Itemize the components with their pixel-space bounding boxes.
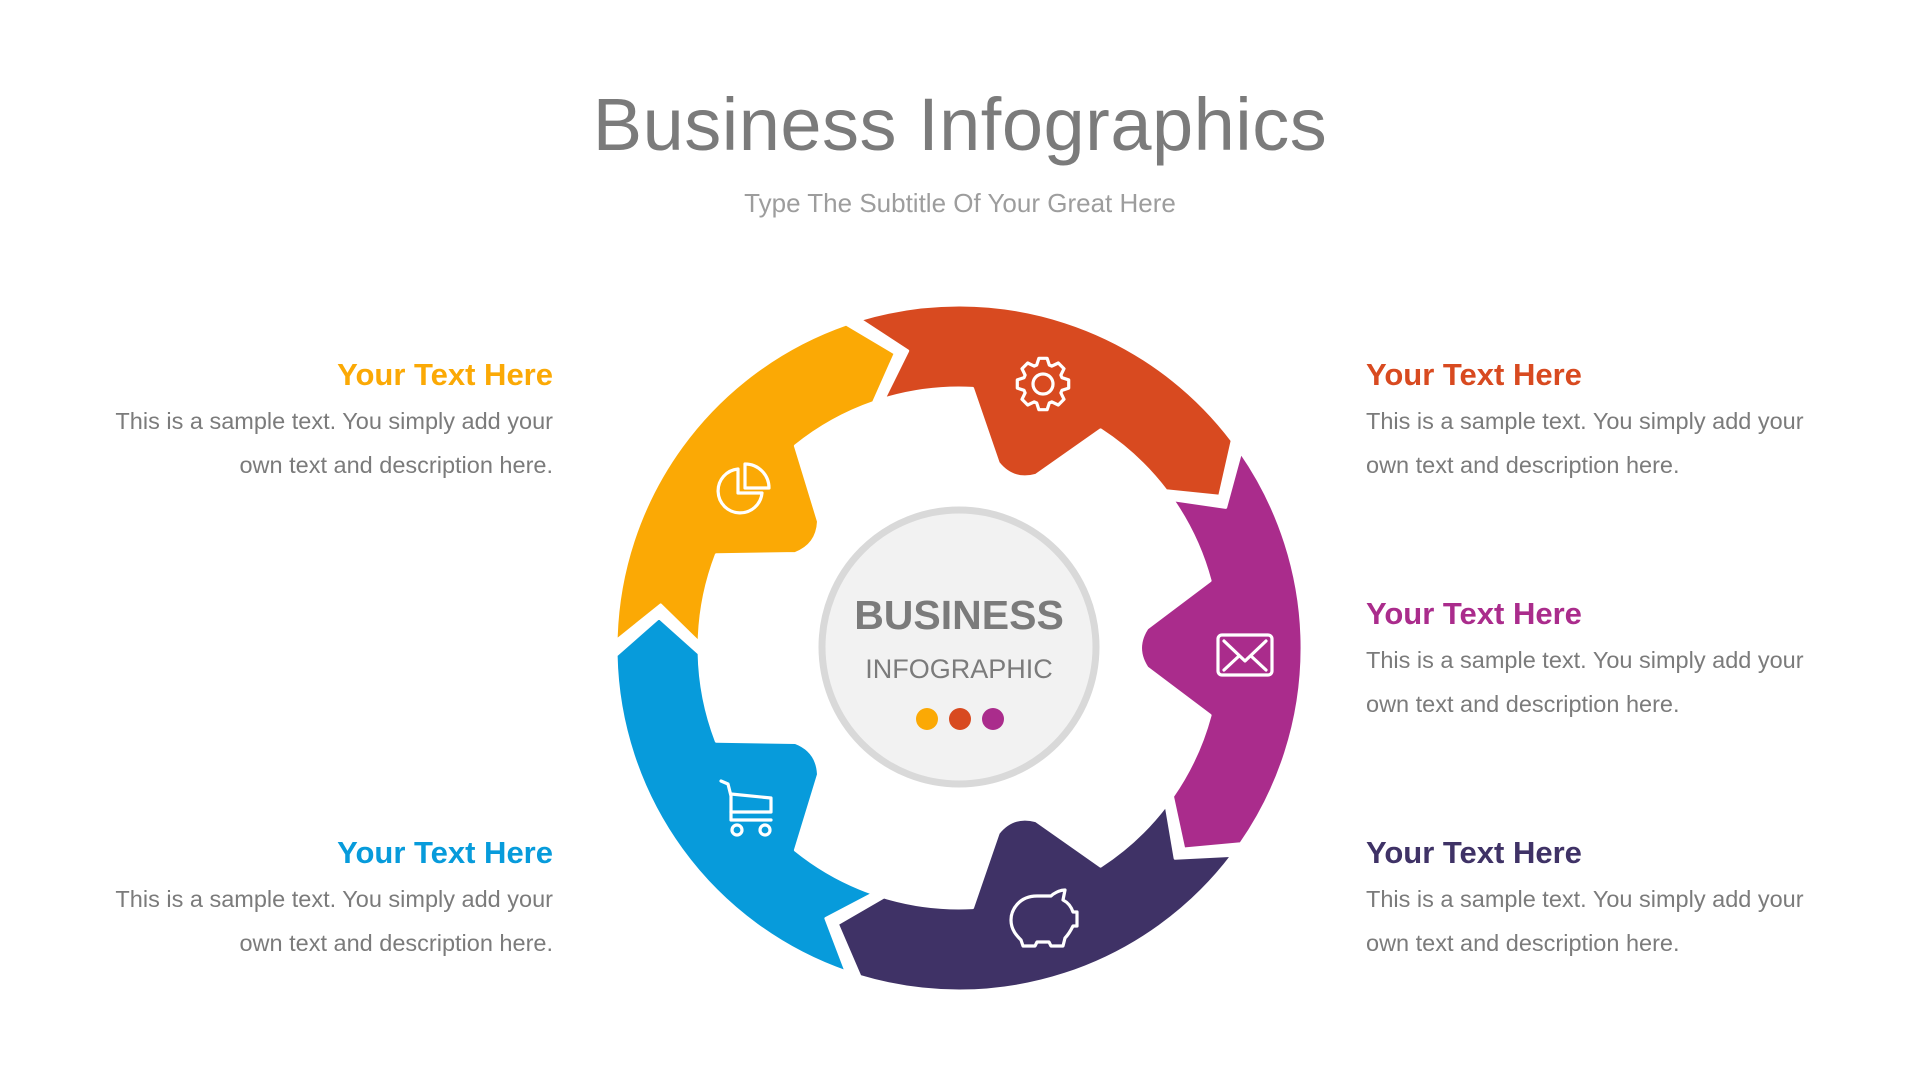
page-title: Business Infographics xyxy=(592,83,1328,166)
description-line-1: This is a sample text. You simply add yo… xyxy=(1366,886,1804,912)
center-badge: BUSINESS INFOGRAPHIC xyxy=(818,506,1100,788)
segment-1 xyxy=(614,322,897,645)
center-circle xyxy=(818,506,1100,788)
description-line-1: This is a sample text. You simply add yo… xyxy=(115,408,553,434)
center-subtitle: INFOGRAPHIC xyxy=(865,654,1053,684)
description-line-2: own text and description here. xyxy=(1366,452,1680,478)
heading-red: Your Text Here xyxy=(1366,357,1582,392)
heading-orange: Your Text Here xyxy=(337,357,553,392)
description-line-2: own text and description here. xyxy=(1366,930,1680,956)
description-line-2: own text and description here. xyxy=(239,452,553,478)
description-purple: This is a sample text. You simply add yo… xyxy=(1366,877,1846,965)
heading-blue: Your Text Here xyxy=(337,835,553,870)
orange-dot xyxy=(916,708,938,730)
shopping-cart-icon xyxy=(719,779,773,837)
envelope-icon xyxy=(1216,633,1274,677)
description-orange: This is a sample text. You simply add yo… xyxy=(73,399,553,487)
wheel-icons xyxy=(716,356,1274,948)
description-red: This is a sample text. You simply add yo… xyxy=(1366,399,1846,487)
segment-2 xyxy=(858,303,1234,498)
red-dot xyxy=(949,708,971,730)
page-subtitle: Type The Subtitle Of Your Great Here xyxy=(744,188,1176,218)
heading-magenta: Your Text Here xyxy=(1366,596,1582,631)
heading-purple: Your Text Here xyxy=(1366,835,1582,870)
description-line-2: own text and description here. xyxy=(1366,691,1680,717)
piggy-bank-icon xyxy=(1009,888,1079,948)
text-block-red: Your Text Here This is a sample text. Yo… xyxy=(1366,355,1846,487)
description-line-1: This is a sample text. You simply add yo… xyxy=(1366,647,1804,673)
description-magenta: This is a sample text. You simply add yo… xyxy=(1366,638,1846,726)
text-block-magenta: Your Text Here This is a sample text. Yo… xyxy=(1366,594,1846,726)
gear-icon xyxy=(1015,356,1071,412)
description-line-2: own text and description here. xyxy=(239,930,553,956)
pie-chart-icon xyxy=(716,462,771,515)
description-blue: This is a sample text. You simply add yo… xyxy=(73,877,553,965)
center-title: BUSINESS xyxy=(854,592,1064,638)
text-block-orange: Your Text Here This is a sample text. Yo… xyxy=(73,355,553,487)
segment-4 xyxy=(835,803,1234,993)
description-line-1: This is a sample text. You simply add yo… xyxy=(115,886,553,912)
text-block-blue: Your Text Here This is a sample text. Yo… xyxy=(73,833,553,965)
description-line-1: This is a sample text. You simply add yo… xyxy=(1366,408,1804,434)
magenta-dot xyxy=(982,708,1004,730)
segment-3 xyxy=(1139,450,1304,851)
text-block-purple: Your Text Here This is a sample text. Yo… xyxy=(1366,833,1846,965)
